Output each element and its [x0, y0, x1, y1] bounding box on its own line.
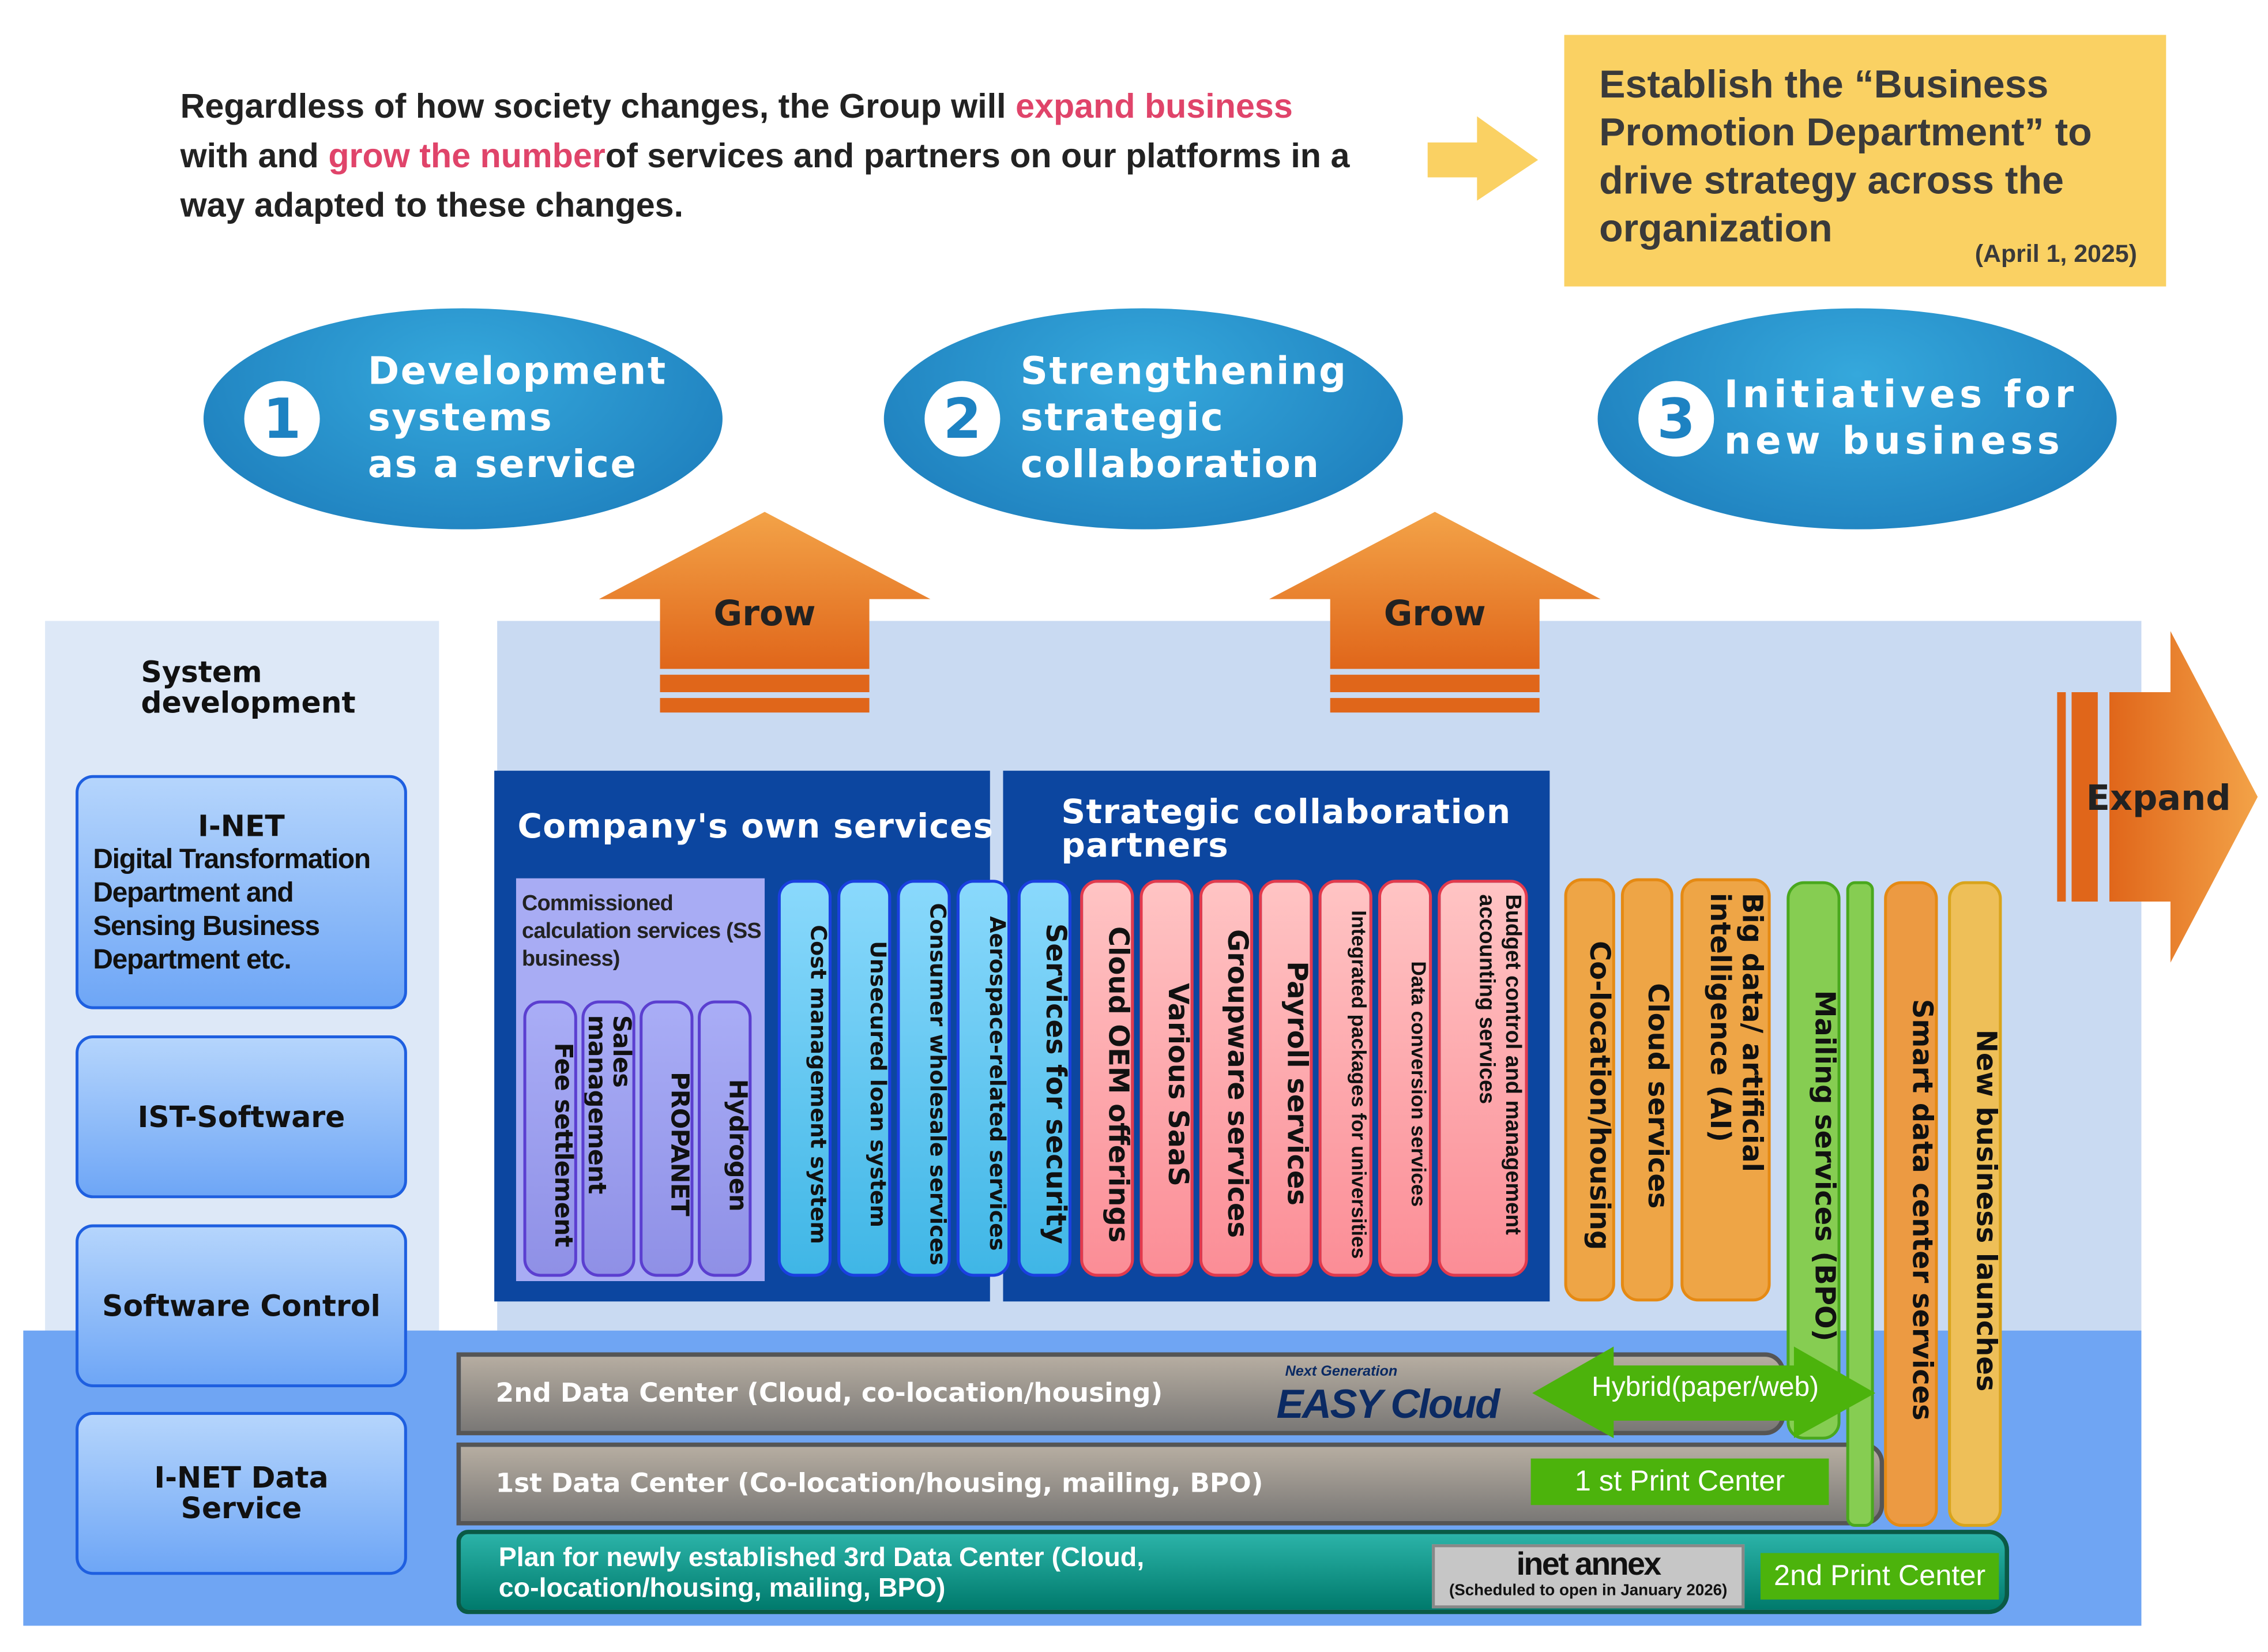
- own-services-title: Company's own services: [517, 808, 994, 847]
- service-cloud: Cloud services: [1620, 878, 1673, 1302]
- pillar-line: Strengthening: [1020, 350, 1348, 395]
- service-colocation: Co-location/housing: [1564, 878, 1615, 1302]
- ss-business-title: Commissioned calculation services (SS bu…: [522, 891, 762, 972]
- intro-text: with and: [180, 136, 329, 175]
- intro-statement: Regardless of how society changes, the G…: [180, 81, 1402, 230]
- highlight-expand: expand business: [1015, 87, 1293, 125]
- pillar-line: collaboration: [1020, 443, 1321, 487]
- highlight-grow: grow the number: [328, 136, 605, 175]
- service-unsecured-loan: Unsecured loan system: [837, 880, 892, 1277]
- callout-date: (April 1, 2025): [1974, 239, 2137, 268]
- hybrid-double-arrow-icon: [1532, 1346, 1876, 1439]
- service-payroll: Payroll services: [1259, 880, 1313, 1277]
- easy-cloud-tagline: Next Generation: [1285, 1364, 1398, 1380]
- system-development-title: System development: [141, 654, 356, 720]
- service-security: Services for security: [1017, 880, 1071, 1277]
- service-budget-control: Budget control and management accounting…: [1438, 880, 1528, 1277]
- data-center-label: 2nd Data Center (Cloud, co-location/hous…: [495, 1378, 1163, 1409]
- expand-arrow-icon: [2057, 631, 2258, 963]
- mailing-extension-bar: [1846, 881, 1874, 1527]
- data-center-label: 1st Data Center (Co-location/housing, ma…: [495, 1469, 1263, 1500]
- service-aerospace: Aerospace-related services: [956, 880, 1011, 1277]
- expand-label: Expand: [2086, 778, 2231, 819]
- service-fee-settlement: Fee settlement: [523, 1000, 577, 1277]
- second-print-center: 2nd Print Center: [1760, 1553, 1999, 1600]
- third-data-center: Plan for newly established 3rd Data Cent…: [456, 1530, 2010, 1615]
- hybrid-label: Hybrid(paper/web): [1592, 1372, 1819, 1403]
- first-print-center: 1 st Print Center: [1530, 1458, 1829, 1505]
- pillar-number: 3: [1638, 381, 1714, 457]
- intro-text: Regardless of how society changes, the G…: [180, 87, 1016, 125]
- service-cloud-oem: Cloud OEM offerings: [1080, 880, 1134, 1277]
- company-ist-software: IST-Software: [76, 1035, 407, 1199]
- service-propanet: PROPANET: [640, 1000, 694, 1277]
- service-sales-management: Sales management: [581, 1000, 635, 1277]
- grow-arrow-icon: [1269, 512, 1601, 713]
- pillar-number: 2: [924, 381, 1001, 457]
- service-groupware: Groupware services: [1199, 880, 1254, 1277]
- service-mailing-bpo: Mailing services (BPO): [1786, 881, 1841, 1440]
- company-inet-data-service: I-NET Data Service: [76, 1411, 407, 1575]
- service-hydrogen: Hydrogen: [698, 1000, 752, 1277]
- grow-label: Grow: [1383, 593, 1486, 634]
- inet-annex-note: (Scheduled to open in January 2026): [1449, 1582, 1728, 1600]
- pillar-line: systems: [367, 397, 554, 441]
- pillar-line: Initiatives for: [1724, 373, 2078, 418]
- service-big-data-ai: Big data/ artificial intelligence (AI): [1680, 878, 1771, 1302]
- inet-annex-box: inet annex(Scheduled to open in January …: [1432, 1544, 1745, 1609]
- arrow-right-icon: [1427, 116, 1539, 201]
- service-university-packages: Integrated packages for universities: [1318, 880, 1372, 1277]
- company-name: I-NET: [198, 808, 285, 843]
- partners-title: Strategic collaboration partners: [1061, 794, 1511, 865]
- callout-text: Establish the “Business Promotion Depart…: [1599, 62, 2092, 250]
- pillar-line: Development: [367, 350, 667, 395]
- intro-text: of services and partners on our platform…: [180, 136, 1350, 224]
- pillar-line: as a service: [367, 443, 638, 487]
- pillar-line: new business: [1724, 420, 2064, 464]
- second-data-center: 2nd Data Center (Cloud, co-location/hous…: [456, 1352, 1785, 1436]
- service-various-saas: Various SaaS: [1139, 880, 1194, 1277]
- pillar-line: strategic: [1020, 397, 1225, 441]
- easy-cloud-logo: EASY Cloud: [1276, 1381, 1500, 1427]
- pillar-number: 1: [244, 381, 320, 457]
- service-cost-management: Cost management system: [777, 880, 832, 1277]
- service-new-business-launches: New business launches: [1948, 881, 2002, 1527]
- grow-arrow-icon: [599, 512, 931, 713]
- service-data-conversion: Data conversion services: [1378, 880, 1432, 1277]
- service-smart-data-center: Smart data center services: [1884, 881, 1938, 1527]
- company-software-control: Software Control: [76, 1224, 407, 1388]
- service-consumer-wholesale: Consumer wholesale services: [897, 880, 951, 1277]
- callout-box: Establish the “Business Promotion Depart…: [1564, 35, 2167, 287]
- data-center-label: Plan for newly established 3rd Data Cent…: [498, 1541, 1145, 1603]
- inet-annex-logo: inet annex: [1516, 1545, 1662, 1582]
- grow-label: Grow: [713, 593, 816, 634]
- company-detail: Digital Transformation Department and Se…: [93, 844, 371, 975]
